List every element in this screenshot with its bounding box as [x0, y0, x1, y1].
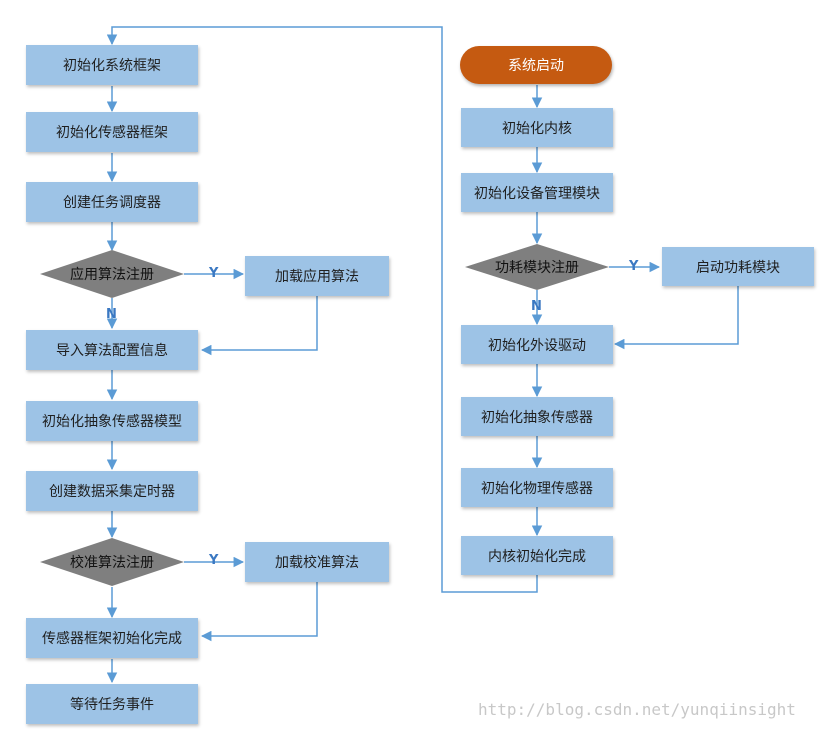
init-abstract-sensor-model-box: 初始化抽象传感器模型 [26, 401, 198, 441]
init-sensor-framework-box: 初始化传感器框架 [26, 112, 198, 152]
init-system-framework-box: 初始化系统框架 [26, 45, 198, 85]
load-calib-algo-box: 加载校准算法 [245, 542, 389, 582]
decision-power-module-label: 功耗模块注册 [495, 260, 579, 276]
arrow-power-return [613, 286, 739, 350]
import-algo-config-box: 导入算法配置信息 [26, 330, 198, 370]
arrow-kernel-to-framework [106, 26, 538, 593]
kernel-init-done-box: 内核初始化完成 [461, 536, 613, 575]
decision-calib-algo-label: 校准算法注册 [70, 555, 154, 571]
edge-label-power-yes: Y [629, 259, 639, 274]
decision-app-algo-shape [40, 250, 184, 298]
sensor-framework-done-box: 传感器框架初始化完成 [26, 618, 198, 658]
load-app-algo-box: 加载应用算法 [245, 256, 389, 296]
decision-power-module-shape [465, 244, 609, 290]
decision-app-algo-label: 应用算法注册 [70, 267, 154, 283]
init-peripheral-driver-box: 初始化外设驱动 [461, 325, 613, 364]
init-abstract-sensor-box: 初始化抽象传感器 [461, 397, 613, 436]
edge-label-app-yes: Y [209, 266, 219, 281]
edge-label-app-no: N [106, 307, 117, 322]
init-physical-sensor-box: 初始化物理传感器 [461, 468, 613, 507]
system-start-node: 系统启动 [460, 46, 612, 84]
create-data-timer-box: 创建数据采集定时器 [26, 471, 198, 511]
wait-task-event-box: 等待任务事件 [26, 684, 198, 724]
edge-label-calib-yes: Y [209, 553, 219, 568]
edge-label-power-no: N [531, 299, 542, 314]
start-power-module-box: 启动功耗模块 [662, 247, 814, 286]
init-device-mgmt-box: 初始化设备管理模块 [461, 173, 613, 212]
init-kernel-box: 初始化内核 [461, 108, 613, 147]
create-task-scheduler-box: 创建任务调度器 [26, 182, 198, 222]
watermark-text: http://blog.csdn.net/yunqiinsight [478, 700, 796, 719]
arrow-calib-return [200, 582, 318, 642]
arrow-app-return [200, 296, 318, 356]
decision-calib-algo-shape [40, 538, 184, 586]
